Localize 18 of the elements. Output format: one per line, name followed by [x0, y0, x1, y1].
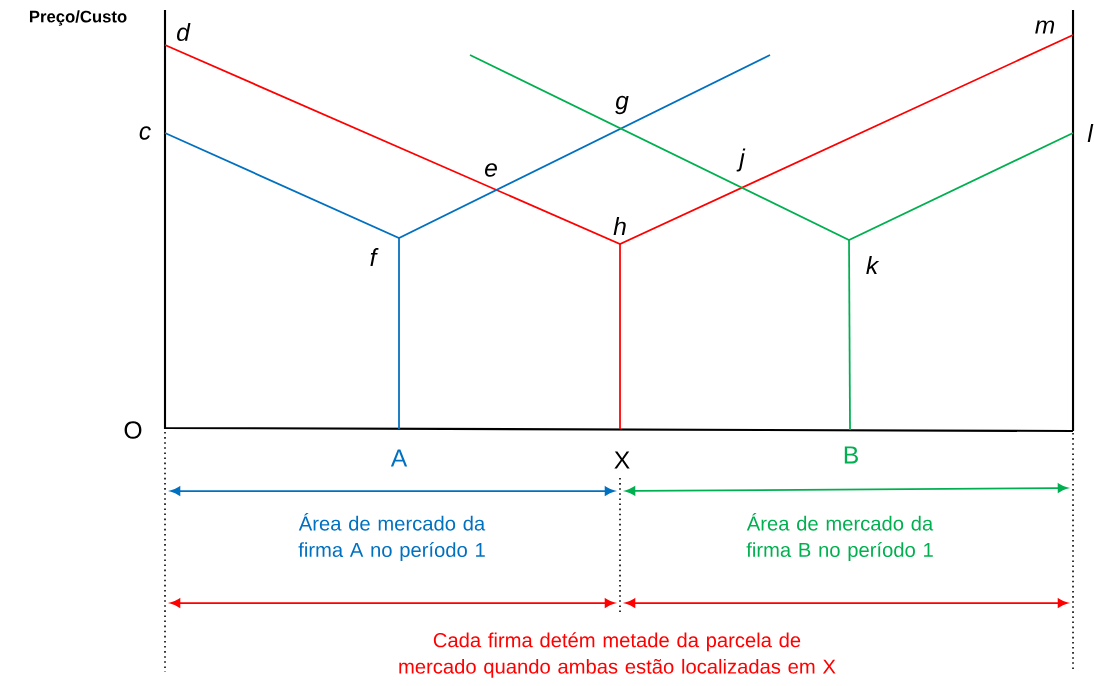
area-note: Cada firma detém metade da parcela de mercado quando ambas estão localizadas em X [399, 632, 836, 678]
axis-label: Preço/Custo [30, 10, 127, 26]
area-note: Área de mercado da firma A no período 1 [298, 512, 486, 562]
point-label: k [866, 256, 880, 274]
point-label: c [139, 126, 151, 140]
axis-label: X [614, 451, 630, 469]
axis-label: B [844, 446, 858, 464]
axis-label: O [124, 421, 142, 439]
area-note: Área de mercado da firma B no período 1 [746, 512, 934, 562]
point-label: d [177, 22, 191, 42]
point-label: j [736, 148, 746, 172]
point-label: l [1087, 124, 1094, 142]
point-label: g [615, 95, 629, 115]
point-label: m [1035, 20, 1055, 34]
point-label: h [613, 217, 626, 235]
point-label: f [370, 248, 379, 266]
point-label: e [485, 163, 497, 177]
axis-label: A [390, 449, 408, 467]
